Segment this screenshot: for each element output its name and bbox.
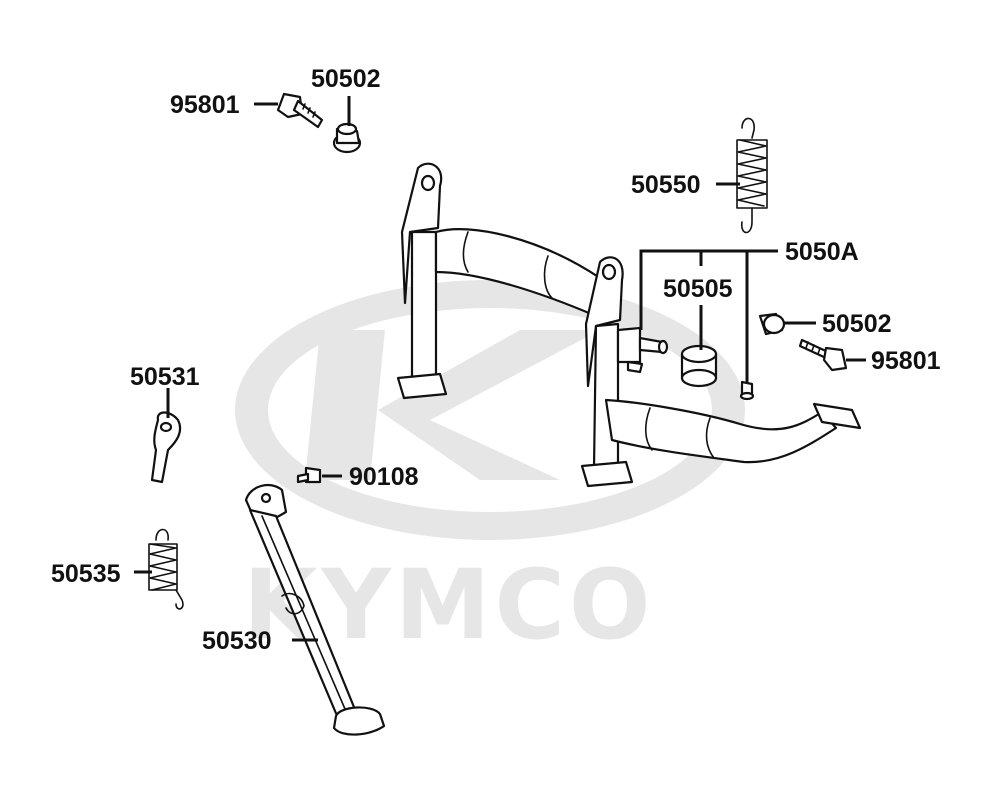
leader-lines (134, 96, 866, 642)
bolt-top-icon (276, 92, 324, 129)
collar-right-icon (758, 312, 786, 336)
leader-kit-bracket (639, 249, 778, 330)
main-spring-icon (736, 117, 768, 234)
label-spring-main: 50550 (631, 171, 701, 199)
part-labels: 95801 50502 50550 5050A 50505 50502 9580… (51, 65, 941, 655)
label-rubber: 50505 (663, 275, 733, 303)
label-kit: 5050A (785, 238, 859, 266)
center-stand-icon (396, 162, 862, 488)
side-stand-icon (244, 483, 386, 736)
label-side-stand: 50530 (202, 627, 272, 655)
label-bolt-top: 95801 (170, 91, 240, 119)
rubber-stopper-icon (680, 344, 718, 388)
bolt-right-icon (798, 338, 848, 372)
side-spring-icon (148, 528, 184, 610)
label-spring-side: 50535 (51, 560, 121, 588)
label-collar-right: 50502 (822, 310, 892, 338)
small-pin-icon (739, 380, 755, 401)
label-bolt-right: 95801 (871, 347, 941, 375)
collar-top-icon (332, 122, 362, 154)
watermark-emblem-k (305, 330, 600, 480)
bolt-small-icon (296, 466, 322, 484)
label-collar-top: 50502 (311, 65, 381, 93)
label-plate: 50531 (130, 363, 200, 391)
stand-plate-icon (150, 411, 182, 484)
label-bolt-small: 90108 (349, 463, 419, 491)
